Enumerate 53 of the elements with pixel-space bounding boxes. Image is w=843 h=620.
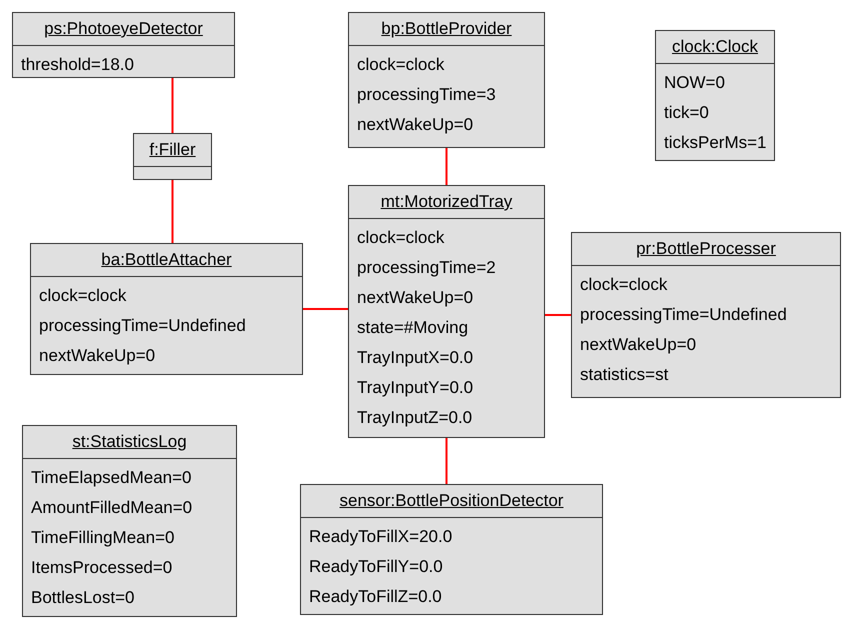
attribute-text: TimeElapsedMean=0	[31, 467, 192, 489]
object-box	[571, 232, 841, 398]
attribute-text: ReadyToFillZ=0.0	[309, 586, 443, 608]
object-name: f:Filler	[134, 134, 211, 167]
object-name: clock:Clock	[656, 31, 774, 64]
object-box	[22, 425, 237, 617]
attribute-text: clock=clock	[357, 54, 446, 76]
attribute-text: ticksPerMs=1	[664, 132, 766, 154]
attribute-text: BottlesLost=0	[31, 587, 136, 609]
object-box	[300, 484, 603, 615]
attribute-text: nextWakeUp=0	[580, 334, 698, 356]
connector-line	[303, 308, 348, 310]
object-name: mt:MotorizedTray	[349, 186, 544, 219]
attribute-text: TrayInputY=0.0	[357, 377, 474, 399]
attribute-text: TrayInputX=0.0	[357, 347, 474, 369]
attribute-text: clock=clock	[357, 227, 446, 249]
object-name: pr:BottleProcesser	[572, 233, 840, 266]
attribute-text: processingTime=Undefined	[39, 315, 247, 337]
attribute-text: ReadyToFillX=20.0	[309, 526, 454, 548]
attribute-text: nextWakeUp=0	[39, 345, 156, 367]
object-name: sensor:BottlePositionDetector	[301, 485, 602, 518]
attribute-text: nextWakeUp=0	[357, 114, 474, 136]
attribute-text: TimeFillingMean=0	[31, 527, 176, 549]
object-name: bp:BottleProvider	[349, 13, 544, 46]
attribute-text: NOW=0	[664, 72, 726, 94]
attribute-text: nextWakeUp=0	[357, 287, 474, 309]
connector-line	[446, 438, 448, 484]
attribute-text: ReadyToFillY=0.0	[309, 556, 444, 578]
attribute-text: processingTime=Undefined	[580, 304, 788, 326]
object-box	[133, 133, 212, 180]
object-box	[348, 12, 545, 148]
connector-line	[446, 148, 448, 185]
connector-line	[172, 78, 174, 133]
connector-line	[545, 314, 571, 316]
attribute-text: tick=0	[664, 102, 710, 124]
object-box	[30, 243, 303, 375]
object-box	[655, 30, 775, 161]
object-box	[348, 185, 545, 438]
attribute-text: clock=clock	[39, 285, 128, 307]
object-box	[12, 12, 235, 78]
attribute-text: statistics=st	[580, 364, 670, 386]
attribute-text: clock=clock	[580, 274, 668, 296]
object-name: ps:PhotoeyeDetector	[13, 13, 234, 46]
attribute-text: threshold=18.0	[21, 54, 135, 76]
object-name: ba:BottleAttacher	[31, 244, 302, 277]
attribute-text: processingTime=2	[357, 257, 497, 279]
attribute-text: AmountFilledMean=0	[31, 497, 194, 519]
attribute-text: processingTime=3	[357, 84, 497, 106]
attribute-text: state=#Moving	[357, 317, 470, 339]
attribute-text: TrayInputZ=0.0	[357, 407, 474, 429]
object-name: st:StatisticsLog	[23, 426, 236, 459]
connector-line	[172, 180, 174, 243]
attribute-text: ItemsProcessed=0	[31, 557, 174, 579]
